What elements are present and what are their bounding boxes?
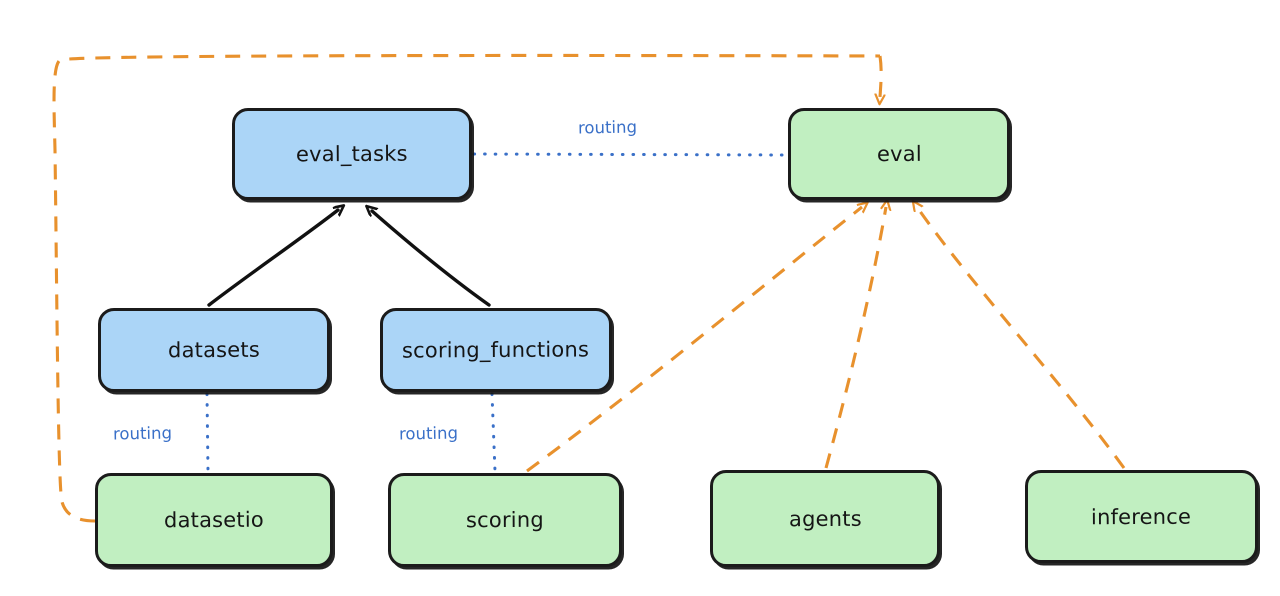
edge-agents-to-eval <box>824 207 886 469</box>
node-label-scoring-functions: scoring_functions <box>402 337 590 363</box>
edge-scoring-functions-to-eval-tasks <box>372 211 491 307</box>
node-scoring-functions[interactable]: scoring_functions <box>380 308 612 392</box>
node-label-scoring: scoring <box>466 507 544 533</box>
edge-datasetio-to-eval <box>52 53 881 523</box>
edge-scoring-functions-to-scoring <box>490 392 497 473</box>
node-datasets[interactable]: datasets <box>98 308 330 392</box>
node-scoring[interactable]: scoring <box>388 473 622 567</box>
node-label-agents: agents <box>788 506 862 531</box>
node-inference[interactable]: inference <box>1025 470 1258 563</box>
node-label-eval-tasks: eval_tasks <box>296 141 408 167</box>
edge-label-routing-scoring-functions-scoring: routing <box>398 423 459 444</box>
node-label-datasetio: datasetio <box>163 507 265 533</box>
edge-datasets-to-eval-tasks <box>207 210 338 307</box>
node-label-datasets: datasets <box>167 337 261 363</box>
node-agents[interactable]: agents <box>710 470 940 567</box>
edge-label-routing-eval-tasks-eval: routing <box>577 117 638 138</box>
node-label-eval: eval <box>876 141 922 167</box>
node-eval-tasks[interactable]: eval_tasks <box>232 108 472 200</box>
edge-eval-tasks-to-eval <box>472 152 788 157</box>
node-datasetio[interactable]: datasetio <box>95 473 333 567</box>
edge-inference-to-eval <box>917 207 1126 469</box>
edge-scoring-to-eval <box>526 207 862 473</box>
edge-datasets-to-datasetio <box>205 392 210 473</box>
node-label-inference: inference <box>1091 504 1192 529</box>
edge-label-routing-datasets-datasetio: routing <box>112 423 173 444</box>
node-eval[interactable]: eval <box>788 108 1010 200</box>
